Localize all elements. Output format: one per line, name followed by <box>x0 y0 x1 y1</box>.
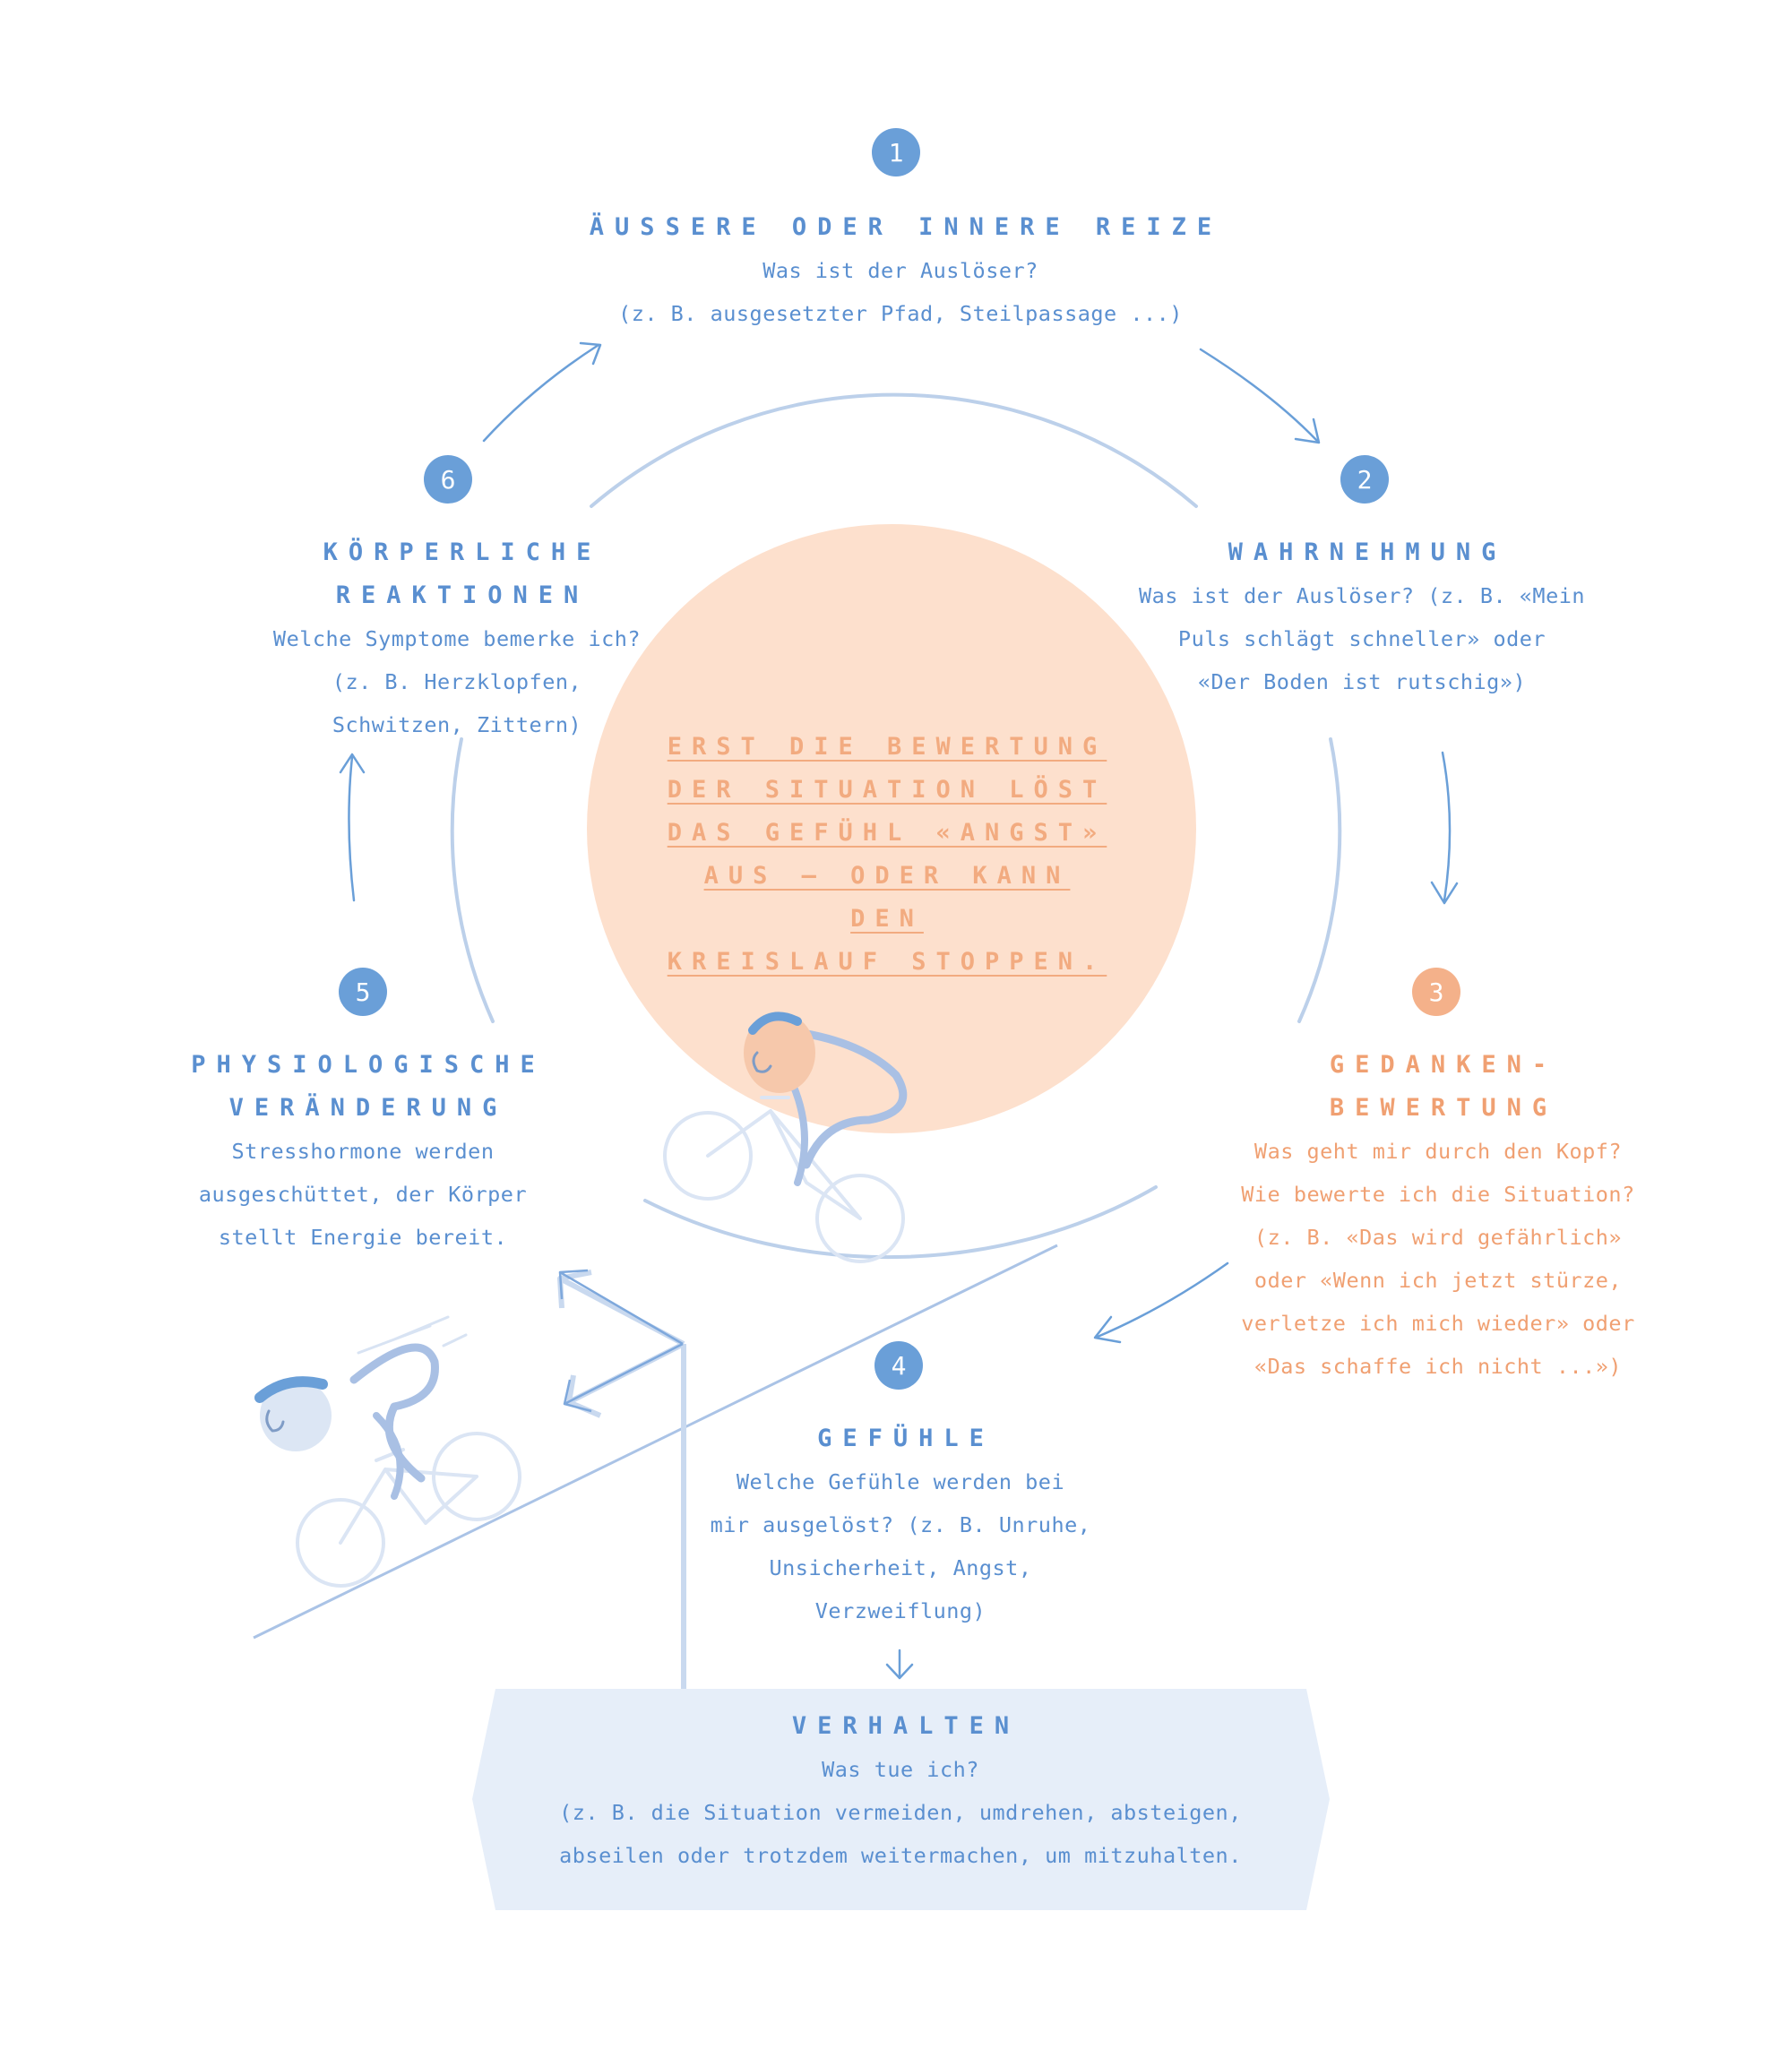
step-3-block: GEDANKEN- BEWERTUNG Was geht mir durch d… <box>1214 1044 1662 1388</box>
step-5-badge: 5 <box>339 968 387 1016</box>
step-1-title: ÄUSSERE ODER INNERE REIZE <box>589 213 1223 241</box>
step-2-block: WAHRNEHMUNG Was ist der Auslöser? (z. B.… <box>1102 531 1622 703</box>
center-circle <box>587 524 1196 1133</box>
arrow-2-to-3 <box>1441 751 1452 902</box>
behavior-body: Was tue ich? (z. B. die Situation vermei… <box>559 1757 1242 1868</box>
arrow-3-to-4 <box>1096 1261 1229 1339</box>
step-3-badge: 3 <box>1412 968 1460 1016</box>
step-6-number: 6 <box>440 464 456 495</box>
ring-arc-top <box>590 392 1198 508</box>
step-2-number: 2 <box>1357 464 1373 495</box>
step-5-block: PHYSIOLOGISCHE VERÄNDERUNG Stresshormone… <box>166 1044 560 1259</box>
step-4-body: Welche Gefühle werden bei mir ausgelöst?… <box>710 1469 1091 1623</box>
step-3-title: GEDANKEN- BEWERTUNG <box>1329 1051 1558 1122</box>
step-2-body: Was ist der Auslöser? (z. B. «Mein Puls … <box>1138 583 1586 694</box>
step-5-body: Stresshormone werden ausgeschüttet, der … <box>198 1139 528 1250</box>
step-5-title: PHYSIOLOGISCHE VERÄNDERUNG <box>191 1051 546 1122</box>
step-6-block: KÖRPERLICHE REAKTIONEN Welche Symptome b… <box>179 531 735 746</box>
step-6-title: KÖRPERLICHE REAKTIONEN <box>323 538 602 609</box>
step-4-badge: 4 <box>874 1341 923 1390</box>
step-5-number: 5 <box>355 977 371 1007</box>
ring-arc-left <box>450 737 495 1023</box>
step-3-body: Was geht mir durch den Kopf? Wie bewerte… <box>1241 1139 1635 1379</box>
step-6-badge: 6 <box>424 455 472 504</box>
arrow-5-to-6 <box>348 755 356 902</box>
arrow-1-to-2-head <box>1294 418 1321 444</box>
step-2-title: WAHRNEHMUNG <box>1228 538 1507 566</box>
center-statement: ERST DIE BEWERTUNG DER SITUATION LÖST DA… <box>667 733 1107 976</box>
cyclist-slope-icon <box>254 1315 521 1588</box>
arrow-4-to-behavior-head <box>885 1663 914 1680</box>
arrow-6-to-1 <box>482 343 600 443</box>
arrow-6-to-1-head <box>579 341 602 366</box>
step-1-block: ÄUSSERE ODER INNERE REIZE Was ist der Au… <box>533 206 1268 335</box>
slope-line <box>253 1244 1058 1640</box>
step-3-number: 3 <box>1428 977 1444 1007</box>
step-1-number: 1 <box>888 137 904 168</box>
arrow-3-to-4-head <box>1093 1315 1122 1344</box>
arrow-2-to-3-head <box>1430 881 1459 905</box>
step-6-body: Welche Symptome bemerke ich? (z. B. Herz… <box>272 626 642 737</box>
behavior-box <box>472 1689 1330 1910</box>
ring-arc-right <box>1297 737 1342 1023</box>
behavior-title: VERHALTEN <box>791 1712 1021 1740</box>
arrow-5-to-6-head <box>339 753 366 774</box>
step-4-title: GEFÜHLE <box>817 1425 995 1452</box>
ring-arc-bottom <box>643 1185 1158 1260</box>
arrow-1-to-2 <box>1199 348 1319 443</box>
behavior-block: VERHALTEN Was tue ich? (z. B. die Situat… <box>511 1705 1290 1877</box>
step-1-body: Was ist der Auslöser? (z. B. ausgesetzte… <box>618 258 1183 326</box>
cyclist-top-icon <box>663 1012 908 1263</box>
step-1-badge: 1 <box>872 128 920 176</box>
step-4-block: GEFÜHLE Welche Gefühle werden bei mir au… <box>681 1417 1120 1632</box>
step-4-number: 4 <box>891 1350 907 1381</box>
step-2-badge: 2 <box>1340 455 1389 504</box>
